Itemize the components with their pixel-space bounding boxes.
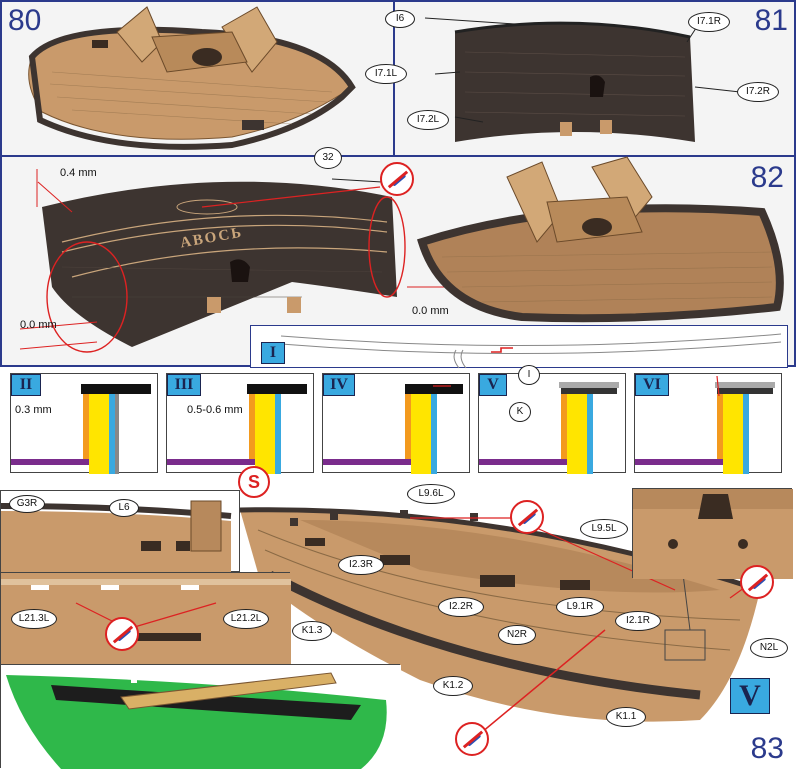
no-glue-icon [455, 722, 489, 756]
callout-K1.3: K1.3 [292, 621, 332, 641]
profile-detail-IV: IV [322, 373, 470, 474]
step-80-panel: 80 [0, 0, 395, 157]
profile-III-illustration [167, 384, 307, 474]
profile-V-illustration [479, 382, 619, 474]
callout-L21.3L: L21.3L [11, 609, 57, 629]
callout-L21.2L: L21.2L [223, 609, 269, 629]
profile-detail-VI: VI [634, 373, 782, 474]
callout-I7.1L: I7.1L [365, 64, 407, 84]
callout-L9.6L: L9.6L [407, 484, 455, 504]
rail-profile-illustration [280, 333, 782, 369]
step-number-80: 80 [8, 4, 42, 37]
no-glue-icon [510, 500, 544, 534]
dimension-right: 0.0 mm [412, 305, 449, 317]
dimension-top: 0.4 mm [60, 167, 97, 179]
detail-I-panel: I [250, 325, 788, 369]
callout-I2.3R: I2.3R [338, 555, 384, 575]
step-number-83: 83 [750, 732, 784, 765]
callout-I: I [518, 365, 540, 385]
profile-label-VI: VI [635, 374, 669, 396]
closeup-inset-illustration [633, 489, 793, 579]
detail-label-I: I [261, 342, 285, 364]
callout-I7.1R: I7.1R [688, 12, 730, 32]
profile-label-IV: IV [323, 374, 355, 396]
bulwark-inset-illustration [0, 500, 232, 573]
step-number-82: 82 [750, 161, 784, 194]
no-glue-icon [740, 565, 774, 599]
callout-32: 32 [314, 147, 342, 169]
profile-IV-illustration [323, 384, 463, 474]
callout-I7.2L: I7.2L [407, 110, 449, 130]
deck-assembly-illustration [28, 6, 356, 150]
callout-K1.1: K1.1 [606, 707, 646, 727]
profile-label-II: II [11, 374, 41, 396]
profile-label-V: V [479, 374, 507, 396]
no-glue-icon [380, 162, 414, 196]
transom-assembly-illustration [424, 17, 741, 142]
profile-II-dim: 0.3 mm [15, 404, 52, 416]
profile-II-illustration [11, 384, 151, 474]
callout-N2L: N2L [750, 638, 788, 658]
callout-G3R: G3R [9, 495, 45, 513]
callout-K: K [509, 402, 531, 422]
profile-detail-II: II 0.3 mm [10, 373, 158, 474]
profile-label-III: III [167, 374, 201, 396]
stern-and-deck-illustration [19, 156, 784, 353]
profile-III-dim: 0.5-0.6 mm [187, 404, 243, 416]
profile-detail-V: V K [478, 373, 626, 474]
detail-V-marker: V [730, 678, 770, 714]
callout-K1.2: K1.2 [433, 676, 473, 696]
profile-VI-illustration [635, 375, 775, 474]
step-81-panel: 81 I6 I7.1R I7.1L I7.2R I7.2L [365, 0, 796, 157]
no-glue-icon [105, 617, 139, 651]
callout-L9.5L: L9.5L [580, 519, 628, 539]
green-hull-illustration [1, 665, 401, 769]
inset-bulwark-top-left: G3R L6 [0, 490, 240, 573]
callout-I7.2R: I7.2R [737, 82, 779, 102]
dimension-left: 0.0 mm [20, 319, 57, 331]
callout-L6: L6 [109, 499, 139, 517]
callout-I2.2R: I2.2R [438, 597, 484, 617]
inset-closeup-top-right [632, 488, 793, 579]
inset-green-hull [0, 664, 401, 769]
profile-detail-III: III 0.5-0.6 mm [166, 373, 314, 474]
callout-L9.1R: L9.1R [556, 597, 604, 617]
callout-S: S [238, 466, 270, 498]
callout-I2.1R: I2.1R [615, 611, 661, 631]
inset-rail-middle-left: L21.3L L21.2L [0, 572, 291, 665]
step-number-81: 81 [754, 4, 788, 37]
callout-N2R: N2R [498, 625, 536, 645]
callout-I6: I6 [385, 10, 415, 28]
